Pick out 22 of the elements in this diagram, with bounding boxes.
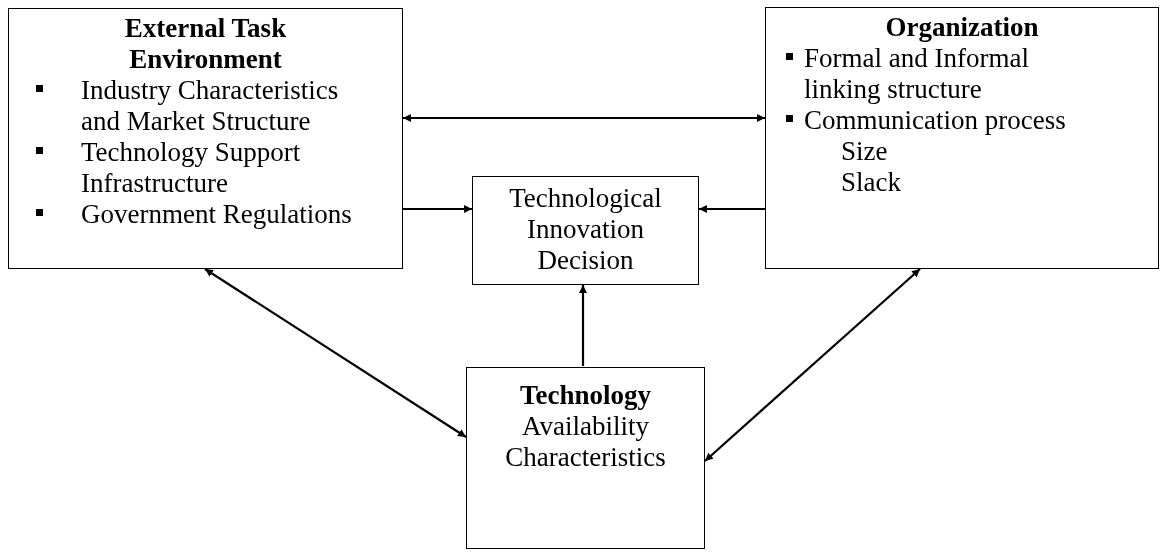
arrow bbox=[403, 114, 765, 122]
list-item: Slack bbox=[841, 167, 902, 198]
box-text: Technological Innovation Decision bbox=[508, 183, 663, 276]
list-item: Formal and Informal linking structure bbox=[804, 43, 1030, 105]
box-heading: External Task Environment bbox=[123, 13, 288, 75]
text-box bbox=[466, 367, 705, 549]
list-item: Communication process bbox=[804, 105, 1067, 136]
list-item: Industry Characteristics and Market Structure bbox=[81, 75, 340, 137]
box-heading: Technology bbox=[518, 380, 652, 411]
list-item: Size bbox=[841, 136, 889, 167]
text-box bbox=[8, 8, 403, 269]
text-box bbox=[472, 176, 699, 285]
list-item: Technology Support Infrastructure bbox=[81, 137, 302, 199]
box-heading: Organization bbox=[884, 12, 1040, 43]
arrow bbox=[403, 205, 472, 213]
arrow bbox=[579, 285, 587, 366]
arrow bbox=[699, 205, 765, 213]
box-text: Availability Characteristics bbox=[504, 411, 667, 473]
arrow bbox=[704, 268, 921, 462]
arrow bbox=[204, 268, 467, 438]
text-box bbox=[765, 7, 1159, 269]
list-item: Government Regulations bbox=[81, 199, 353, 230]
